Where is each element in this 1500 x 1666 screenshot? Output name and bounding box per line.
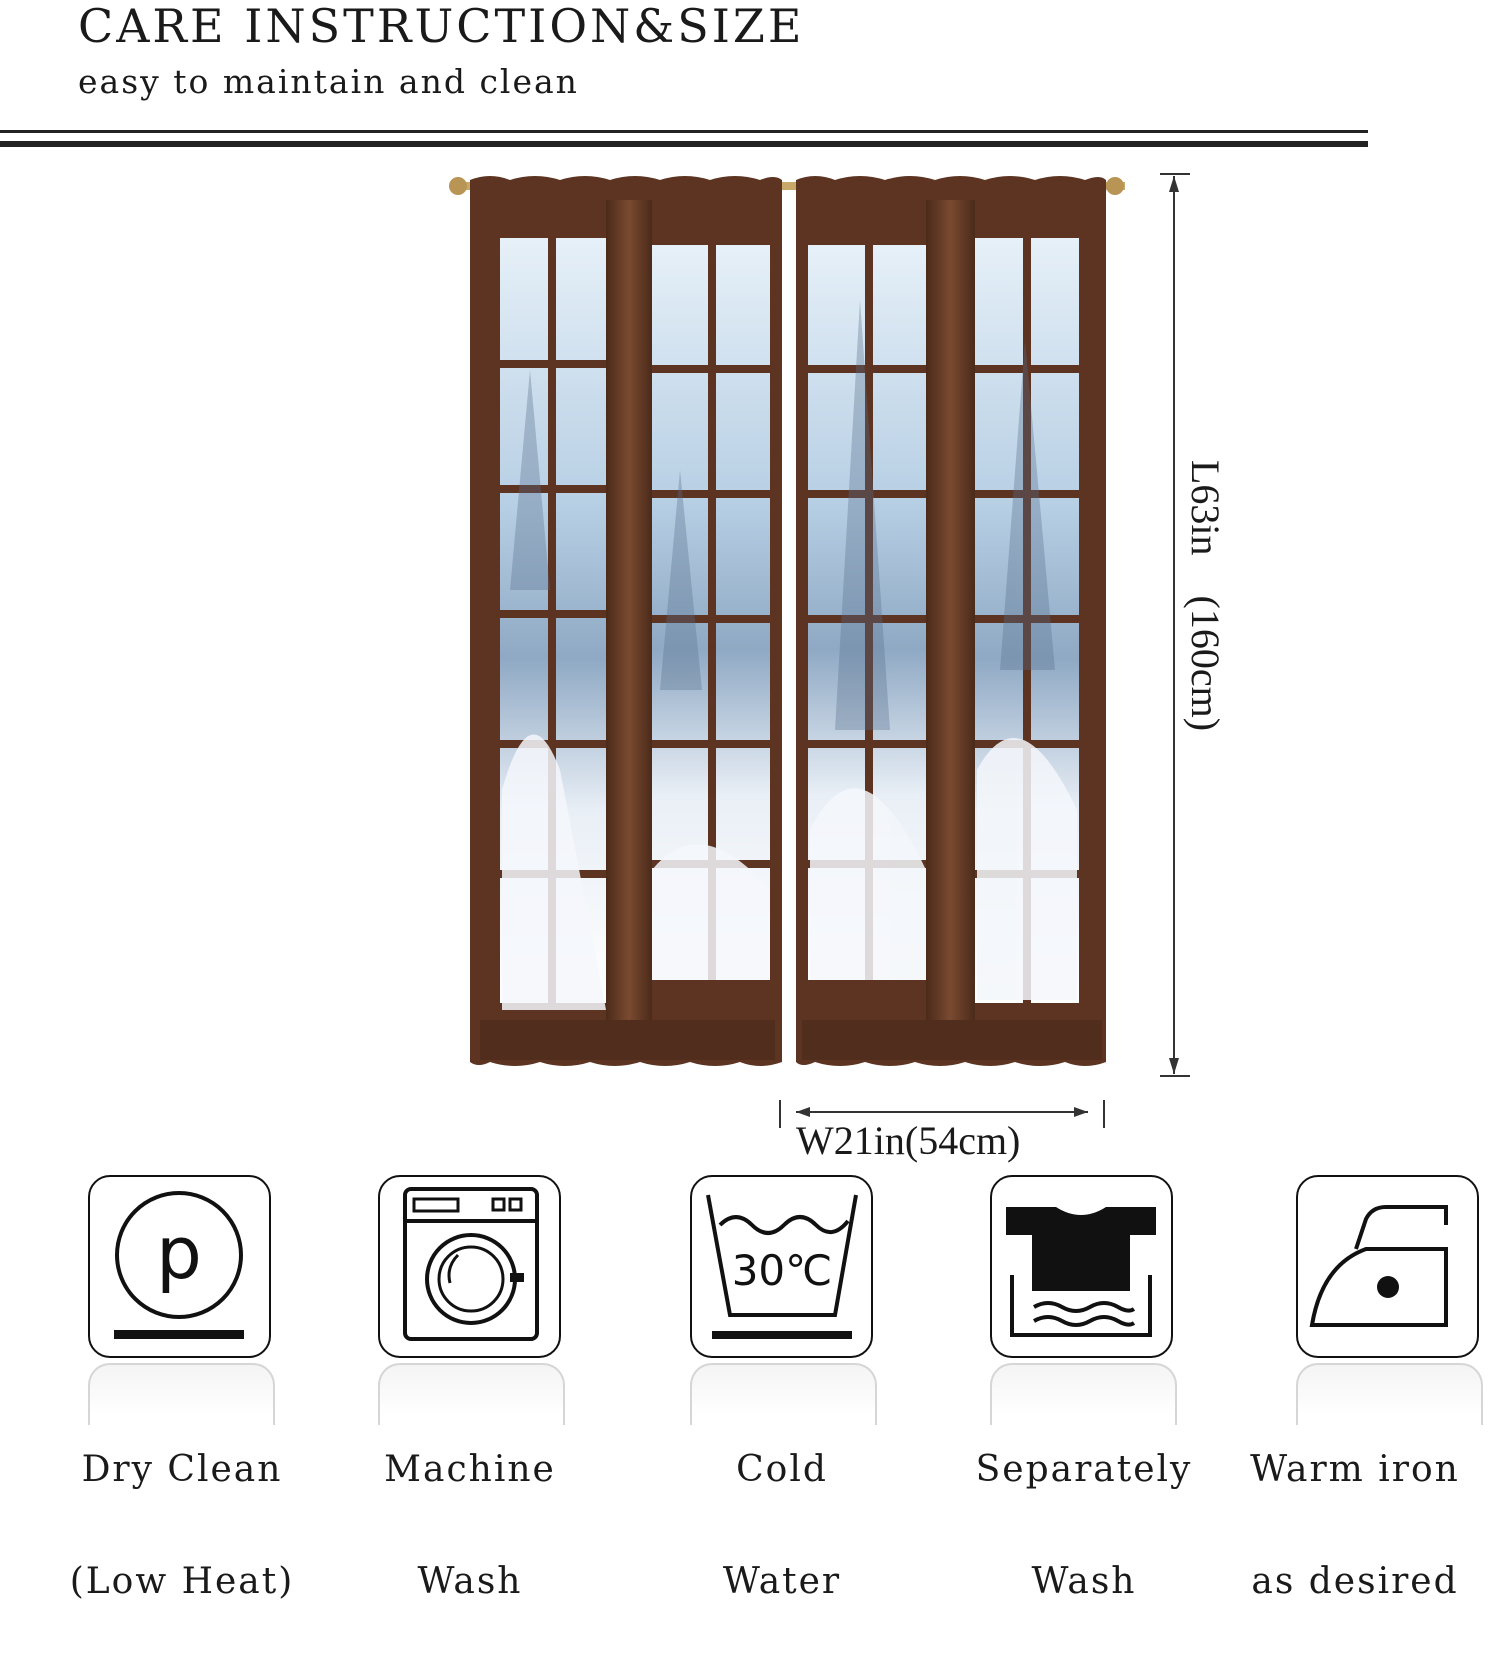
width-dimension-line xyxy=(779,1100,1105,1128)
care-dry-clean: p xyxy=(88,1175,275,1425)
care-label-machine-wash: Machine Wash xyxy=(330,1386,610,1666)
length-text: L63in (160cm) xyxy=(1183,460,1228,732)
care-label-separately-wash: Separately Wash xyxy=(944,1386,1224,1666)
curtain-panel-left xyxy=(470,176,782,1066)
divider-top xyxy=(0,130,1368,133)
care-label-cold-water: Cold Water xyxy=(642,1386,922,1666)
curtain-panel-right xyxy=(796,176,1106,1066)
curtain-panels-image xyxy=(449,176,1125,1066)
separate-wash-icon xyxy=(1006,1207,1156,1337)
care-cold-water: 30℃ xyxy=(690,1175,877,1425)
cold-water-30c-icon: 30℃ xyxy=(706,1194,858,1339)
width-label: W21in(54cm) xyxy=(796,1118,1021,1163)
page-subtitle: easy to maintain and clean xyxy=(78,62,579,101)
care-label-line2: Water xyxy=(722,1561,842,1602)
rod-finial-left xyxy=(449,177,467,195)
length-dimension-line xyxy=(1160,173,1190,1077)
care-label-warm-iron: Warm iron as desired xyxy=(1212,1386,1498,1666)
washing-machine-icon xyxy=(403,1187,539,1341)
care-label-line1: Cold xyxy=(736,1449,828,1490)
rod-finial-right xyxy=(1106,177,1124,195)
care-label-line1: Dry Clean xyxy=(81,1449,283,1490)
care-label-line2: Wash xyxy=(1031,1561,1137,1602)
care-label-line2: (Low Heat) xyxy=(69,1561,295,1602)
dry-clean-icon: p xyxy=(114,1191,244,1339)
page-title: CARE INSTRUCTION&SIZE xyxy=(78,0,805,53)
care-machine-wash xyxy=(378,1175,565,1425)
care-label-line2: as desired xyxy=(1251,1561,1459,1602)
length-label: L63in (160cm) xyxy=(1180,460,1260,820)
care-label-line2: Wash xyxy=(417,1561,523,1602)
care-label-dry-clean: Dry Clean (Low Heat) xyxy=(42,1386,322,1666)
divider-bottom xyxy=(0,141,1368,147)
curtain-rod xyxy=(450,182,1125,190)
care-label-line1: Separately xyxy=(975,1449,1193,1490)
care-label-line1: Machine xyxy=(384,1449,556,1490)
temperature-text: 30℃ xyxy=(732,1246,833,1295)
warm-iron-icon xyxy=(1309,1205,1448,1327)
svg-text:p: p xyxy=(156,1211,202,1295)
care-separately-wash xyxy=(990,1175,1177,1425)
care-label-line1: Warm iron xyxy=(1250,1449,1460,1490)
care-warm-iron xyxy=(1296,1175,1483,1425)
